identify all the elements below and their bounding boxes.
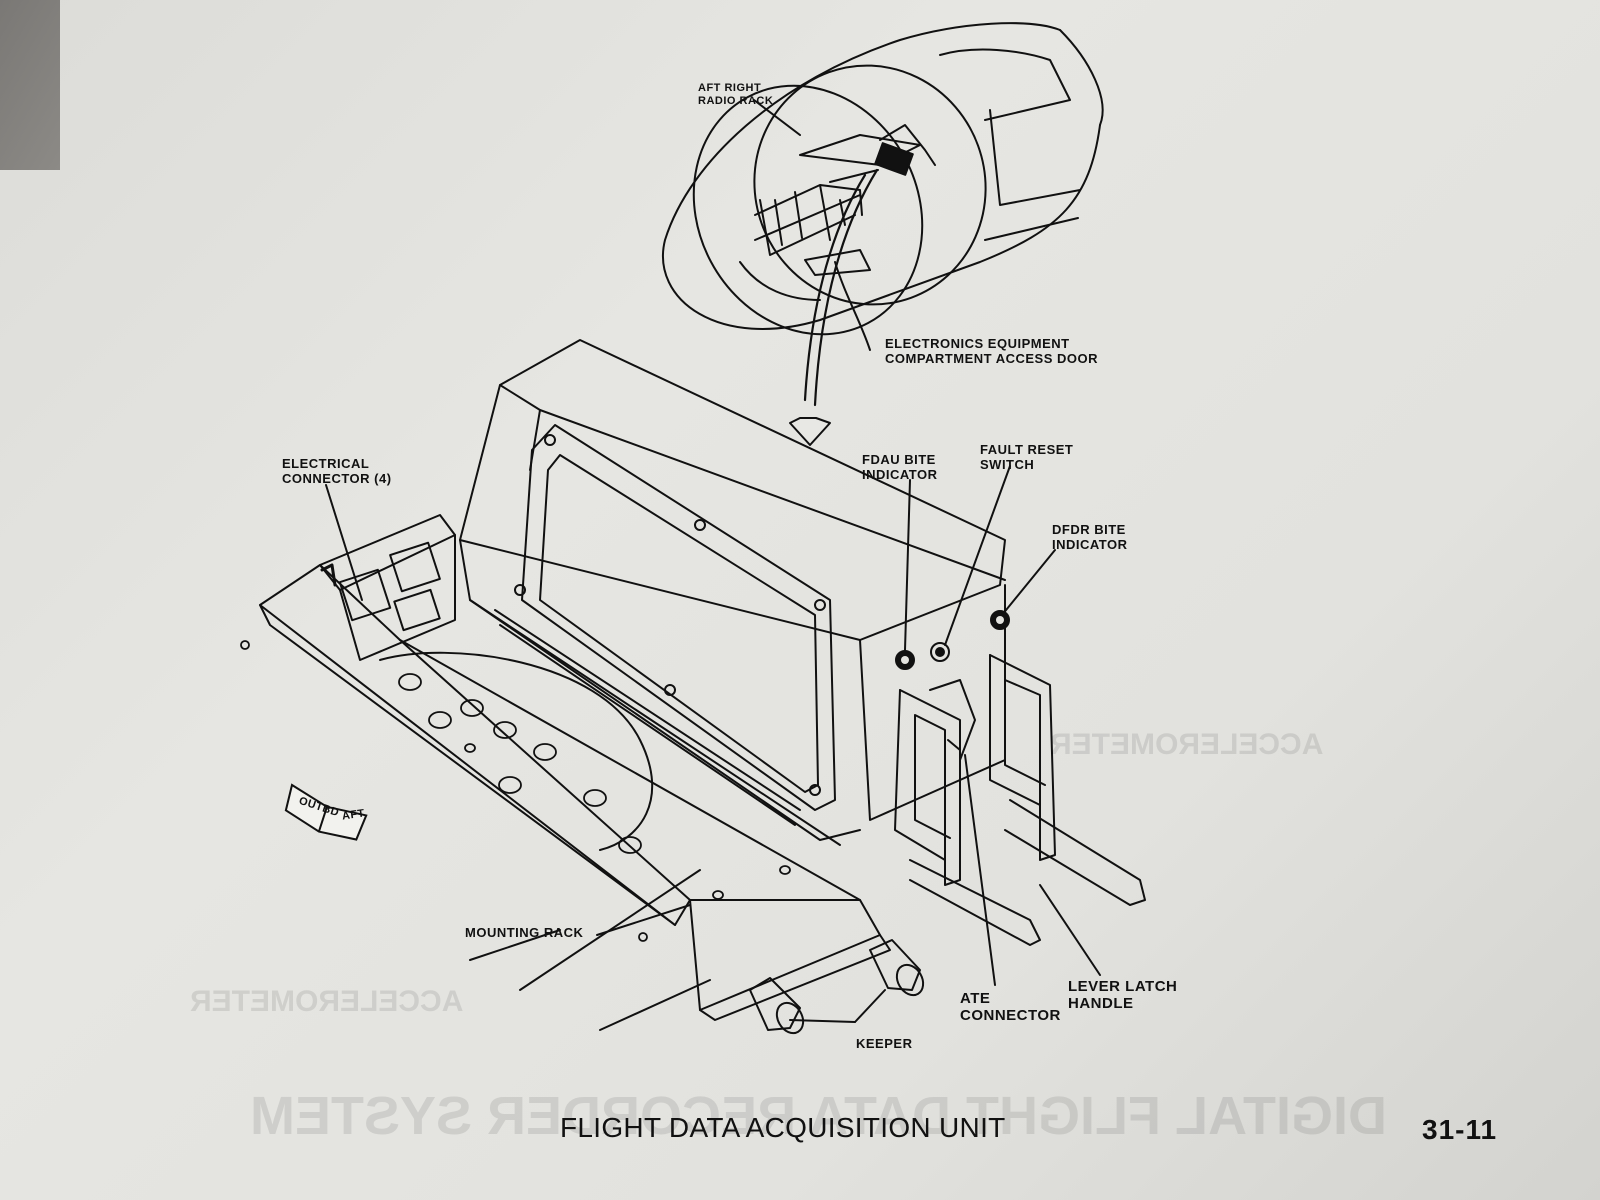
lever-latch-handle-label: LEVER LATCH HANDLE [1068, 978, 1178, 1012]
mounting-rack-shape [240, 514, 891, 1031]
keeper-shapes [749, 939, 925, 1035]
electronics-access-door-label: ELECTRONICS EQUIPMENT COMPARTMENT ACCESS… [885, 336, 1098, 366]
fdau-bite-indicator-label: FDAU BITE INDICATOR [862, 452, 938, 482]
placard-aft-label: AFT [341, 807, 366, 823]
fdau-box [459, 339, 1146, 946]
keeper-label: KEEPER [856, 1036, 913, 1051]
ate-connector-label: ATE CONNECTOR [960, 990, 1061, 1024]
mounting-rack-label: MOUNTING RACK [465, 925, 584, 940]
page-number: 31-11 [1422, 1114, 1498, 1145]
electrical-connector-label: ELECTRICAL CONNECTOR (4) [282, 456, 392, 486]
aircraft-nose-inset [662, 22, 1104, 336]
placard [284, 783, 368, 841]
dfdr-bite-indicator-label: DFDR BITE INDICATOR [1052, 522, 1128, 552]
page-curl-shadow [0, 0, 60, 170]
fault-reset-switch-label: FAULT RESET SWITCH [980, 442, 1074, 472]
aft-right-radio-rack-label: AFT RIGHT RADIO RACK [698, 82, 774, 107]
figure-title: FLIGHT DATA ACQUISITION UNIT [560, 1112, 1006, 1143]
